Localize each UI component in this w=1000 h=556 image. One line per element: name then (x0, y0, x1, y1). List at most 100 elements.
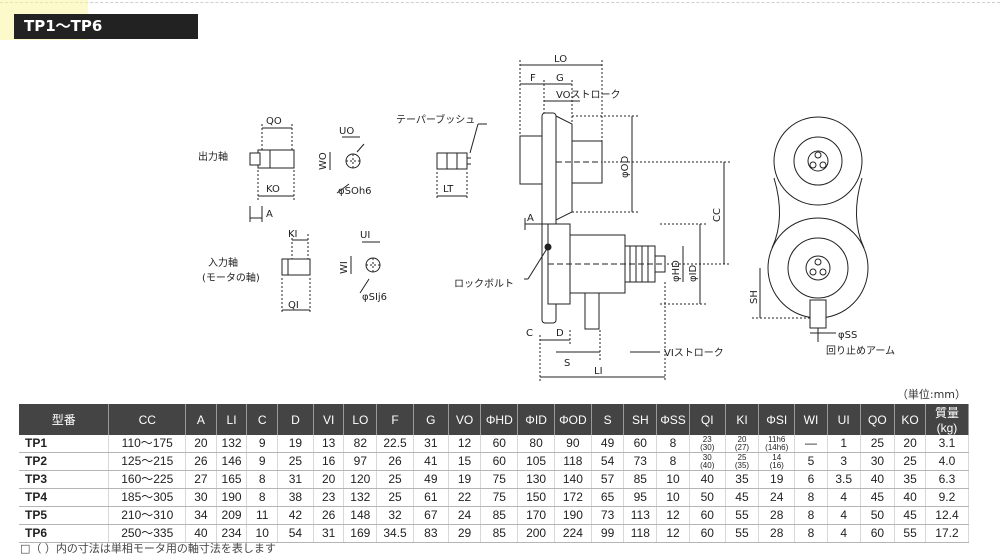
table-cell: 31 (313, 524, 345, 543)
column-header: KO (894, 404, 926, 435)
table-cell: 169 (343, 524, 378, 543)
table-cell: 23(30) (689, 435, 726, 453)
table-cell: 185～305 (108, 488, 187, 507)
table-cell: 99 (591, 524, 625, 543)
cell-part: 14 (772, 452, 782, 462)
table-cell: 209 (216, 506, 248, 525)
label-d: D (556, 328, 564, 339)
table-cell: 11h6(14h6) (758, 435, 796, 453)
table-cell: 90 (554, 435, 592, 453)
table-cell: 30 (185, 488, 217, 507)
table-cell: 146 (216, 452, 248, 471)
label-a: A (527, 213, 534, 224)
table-cell: — (794, 435, 828, 453)
table-cell: 165 (216, 470, 248, 489)
table-cell: 24 (448, 506, 482, 525)
label-taper-bush: テーパーブッシュ (396, 113, 475, 126)
table-cell: 45 (860, 488, 896, 507)
cell-part: 30 (702, 452, 712, 462)
table-cell: 190 (554, 506, 592, 525)
label-hd: φHD (671, 260, 682, 282)
table-cell: 50 (689, 488, 726, 507)
label-wo: WO (318, 152, 329, 170)
table-cell: 49 (413, 470, 449, 489)
table-cell: 27 (185, 470, 217, 489)
table-cell: 118 (623, 524, 658, 543)
table-cell: 29 (448, 524, 482, 543)
table-cell: 4.0 (925, 452, 970, 471)
table-cell: 60 (480, 435, 519, 453)
table-cell: 190 (216, 488, 248, 507)
top-rule (0, 2, 1000, 3)
label-ui: UI (360, 230, 370, 241)
cell-part: (35) (734, 460, 750, 470)
table-cell: 8 (794, 506, 828, 525)
table-cell: 75 (480, 470, 519, 489)
label-cc: CC (712, 208, 723, 222)
table-cell: 10 (656, 470, 690, 489)
label-wi: WI (339, 261, 350, 274)
table-cell: 38 (277, 488, 314, 507)
table-cell: 130 (517, 470, 555, 489)
table-cell: 9.2 (925, 488, 970, 507)
table-cell: 97 (343, 452, 378, 471)
label-f: F (530, 73, 536, 84)
footnote: □（ ）内の寸法は単相モータ用の軸寸法を表します (20, 542, 276, 555)
table-cell: 31 (413, 435, 449, 453)
cell-part: 25 (737, 452, 747, 462)
table-cell: 25 (860, 435, 896, 453)
label-od: φOD (620, 156, 631, 178)
table-cell: 19 (758, 470, 796, 489)
column-header: 型番 (19, 404, 110, 435)
table-cell: 20 (894, 435, 926, 453)
label-ko: KO (266, 184, 280, 195)
table-cell: 250～335 (108, 524, 187, 543)
column-header: A (185, 404, 217, 435)
column-header: C (246, 404, 279, 435)
table-cell: 67 (413, 506, 449, 525)
label-vi-stroke: VIストローク (664, 347, 724, 359)
label-g: G (556, 73, 564, 84)
table-cell: 34.5 (376, 524, 414, 543)
table-cell: 40 (185, 524, 217, 543)
column-header: UI (827, 404, 861, 435)
table-cell: 11 (246, 506, 279, 525)
table-cell: 8 (794, 524, 828, 543)
table-cell: 65 (591, 488, 625, 507)
table-cell: 12.4 (925, 506, 970, 525)
label-anti-rotation-arm: 回り止めアーム (826, 345, 895, 357)
label-input-shaft-sub: (モータの軸) (202, 271, 260, 284)
model-cell: TP6 (19, 524, 110, 543)
table-cell: 160～225 (108, 470, 187, 489)
label-c: C (526, 328, 533, 339)
table-cell: 3.1 (925, 435, 970, 453)
table-cell: 50 (860, 506, 896, 525)
table-cell: 83 (413, 524, 449, 543)
table-cell: 8 (246, 470, 279, 489)
table-cell: 31 (277, 470, 314, 489)
table-cell: 80 (517, 435, 555, 453)
table-cell: 60 (860, 524, 896, 543)
table-cell: 1 (827, 435, 861, 453)
table-cell: 26 (313, 506, 345, 525)
column-header: G (413, 404, 449, 435)
table-cell: 20(27) (725, 435, 760, 453)
table-cell: 19 (277, 435, 314, 453)
table-cell: 105 (517, 452, 555, 471)
table-cell: 45 (894, 506, 926, 525)
cell-part: (30) (700, 442, 715, 452)
column-header: LI (216, 404, 248, 435)
table-cell: 118 (554, 452, 592, 471)
table-cell: 55 (725, 506, 760, 525)
table-cell: 148 (343, 506, 378, 525)
table-cell: 20 (313, 470, 345, 489)
table-cell: 140 (554, 470, 592, 489)
table-cell: 24 (758, 488, 796, 507)
table-cell: 132 (216, 435, 248, 453)
table-cell: 132 (343, 488, 378, 507)
label-sh: SH (749, 290, 760, 304)
label-vo-stroke: VOストローク (556, 89, 621, 101)
table-cell: 61 (413, 488, 449, 507)
table-cell: 30 (860, 452, 896, 471)
